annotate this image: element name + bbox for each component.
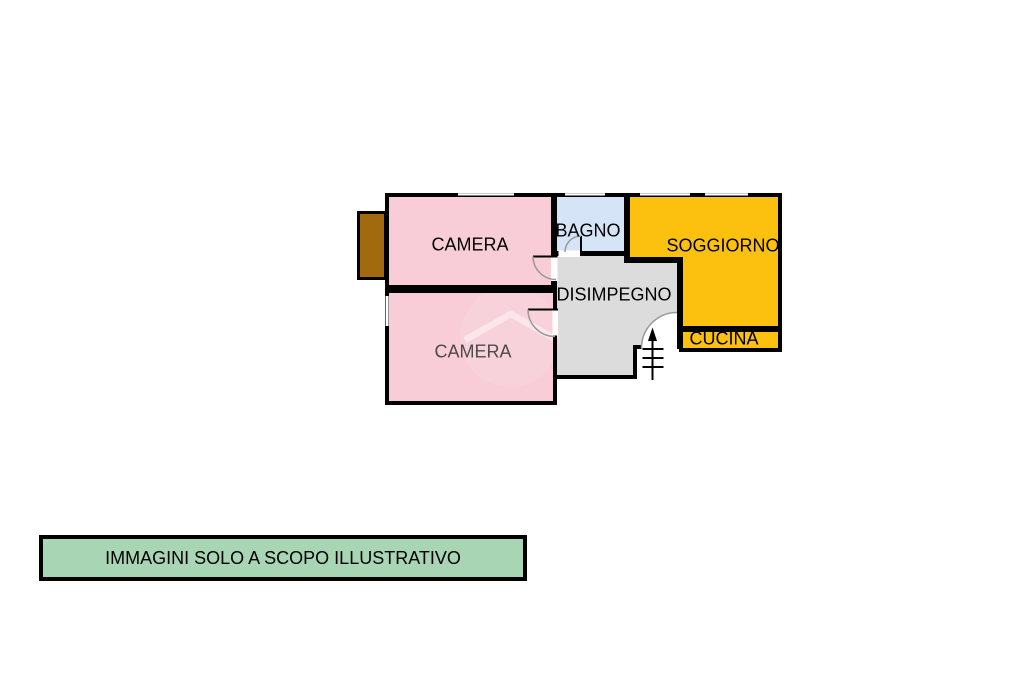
room-label-disimpegno: DISIMPEGNO xyxy=(556,284,672,305)
room-cucina-shape xyxy=(681,330,780,350)
door-swings xyxy=(527,235,678,349)
window-marker xyxy=(458,193,514,196)
watermark-house-icon xyxy=(463,310,559,343)
window-marker xyxy=(640,193,690,196)
door-swing-icon xyxy=(564,235,582,253)
window-markers xyxy=(385,193,748,326)
cucina-wall xyxy=(679,328,782,352)
door-gap xyxy=(552,310,558,336)
door-openings xyxy=(551,250,580,336)
door-gap xyxy=(558,250,580,257)
balcony-shape xyxy=(358,212,386,279)
room-label-soggiorno: SOGGIORNO xyxy=(666,235,780,256)
room-label-bagno: BAGNO xyxy=(555,220,621,241)
watermark-logo xyxy=(460,287,560,387)
room-label-camera-top: CAMERA xyxy=(431,234,509,255)
camera-bottom-wall xyxy=(385,289,557,405)
door-swing-icon xyxy=(527,309,556,338)
window-marker xyxy=(705,193,748,196)
room-label-camera-bottom: CAMERA xyxy=(434,341,512,362)
disclaimer-text: IMMAGINI SOLO A SCOPO ILLUSTRATIVO xyxy=(105,547,461,568)
stairs-icon xyxy=(642,327,664,380)
door-gap xyxy=(551,257,558,281)
door-swing-icon xyxy=(532,256,557,281)
disclaimer-box: IMMAGINI SOLO A SCOPO ILLUSTRATIVO xyxy=(39,535,527,581)
room-label-cucina: CUCINA xyxy=(689,328,759,349)
room-camera-top-shape xyxy=(387,195,553,287)
room-soggiorno-shape xyxy=(628,195,780,328)
window-marker xyxy=(565,193,605,196)
door-swing-icon xyxy=(640,311,678,349)
window-marker xyxy=(385,296,389,326)
